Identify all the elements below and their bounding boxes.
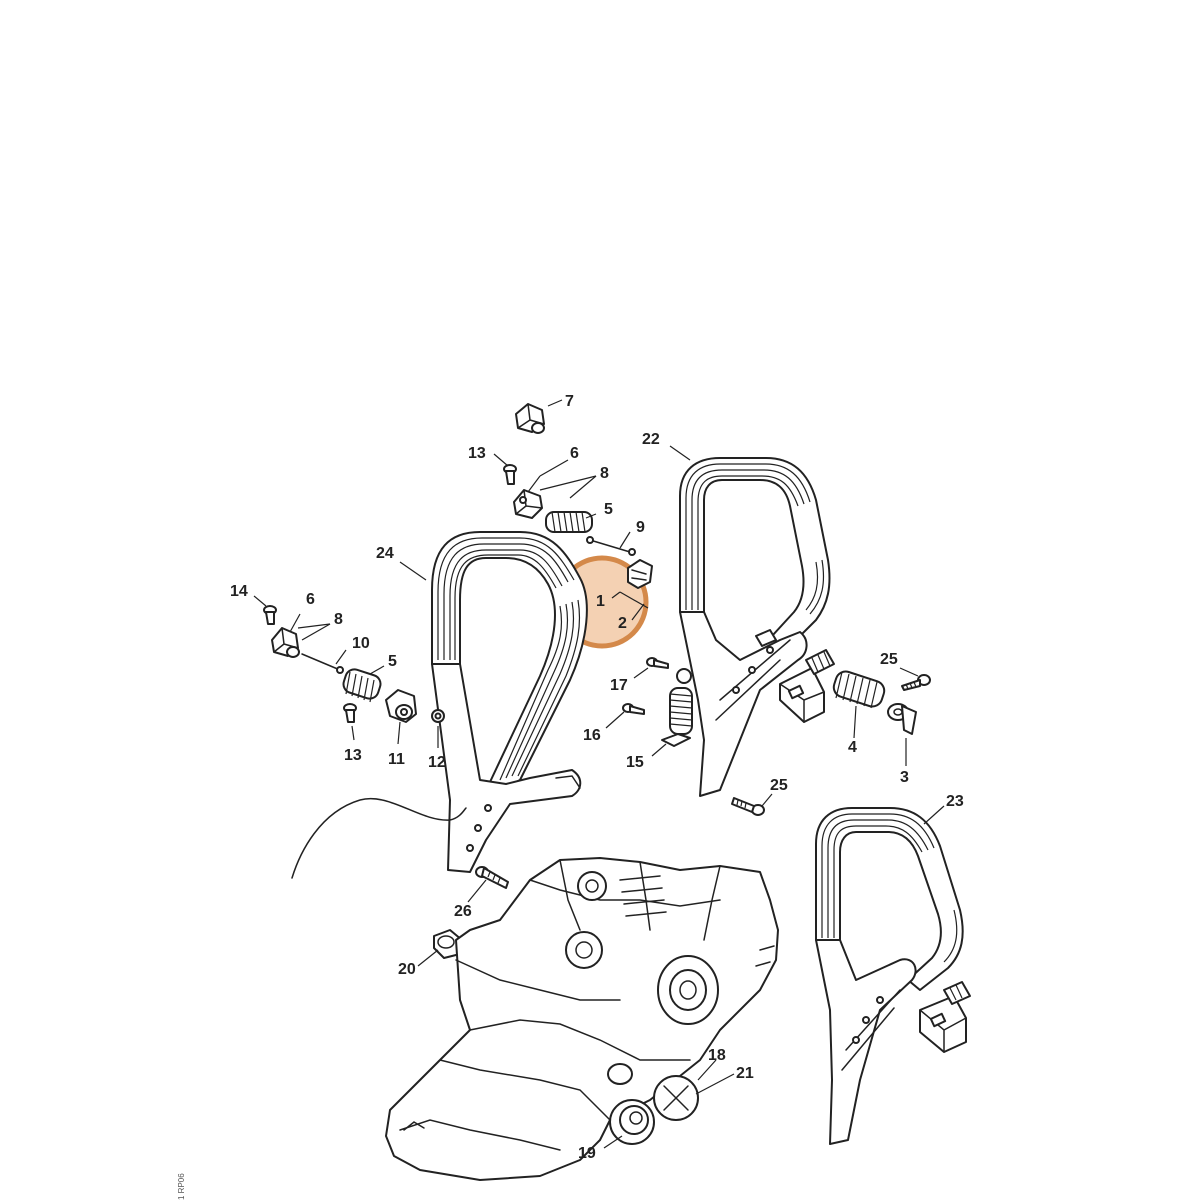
part-24-front-handle[interactable]: [291, 531, 588, 879]
part-5-spring-top[interactable]: [545, 511, 593, 533]
part-7-nut[interactable]: [515, 403, 545, 434]
callout-23[interactable]: 23: [946, 793, 964, 810]
part-15-spring[interactable]: [661, 668, 693, 747]
callout-13-left[interactable]: 13: [344, 747, 362, 764]
part-14-screw[interactable]: [263, 605, 277, 625]
callout-6-left[interactable]: 6: [306, 591, 315, 608]
callout-5-top[interactable]: 5: [604, 501, 613, 518]
callout-18[interactable]: 18: [708, 1047, 726, 1064]
part-26-screw[interactable]: [475, 866, 509, 889]
part-13-screw-top[interactable]: [503, 464, 517, 485]
callout-20[interactable]: 20: [398, 961, 416, 978]
callout-13-top[interactable]: 13: [468, 445, 486, 462]
callout-22[interactable]: 22: [642, 431, 660, 448]
callout-14[interactable]: 14: [230, 583, 248, 600]
part-25-screw-bottom[interactable]: [731, 797, 765, 816]
part-19-grommet[interactable]: [609, 1099, 655, 1145]
callout-16[interactable]: 16: [583, 727, 601, 744]
callout-5-left[interactable]: 5: [388, 653, 397, 670]
callout-8-left[interactable]: 8: [334, 611, 343, 628]
part-4-spring[interactable]: [831, 669, 887, 709]
part-3-buffer-cap[interactable]: [887, 703, 917, 735]
callout-17[interactable]: 17: [610, 677, 628, 694]
callout-1[interactable]: 1: [596, 593, 605, 610]
callout-3[interactable]: 3: [900, 769, 909, 786]
callout-7[interactable]: 7: [565, 393, 574, 410]
part-13-screw-left[interactable]: [343, 703, 357, 723]
callout-21[interactable]: 21: [736, 1065, 754, 1082]
part-23-handle[interactable]: [815, 807, 971, 1145]
part-11-buffer[interactable]: [385, 689, 417, 723]
callout-12[interactable]: 12: [428, 754, 446, 771]
part-9-pin[interactable]: [586, 536, 636, 556]
callout-9[interactable]: 9: [636, 519, 645, 536]
engine-housing: [385, 857, 779, 1181]
part-12-washer[interactable]: [431, 709, 445, 723]
callout-labels: 7 13 6 8 5 9 22 24 1 2 14 6 8 10 5 13 11…: [230, 393, 964, 1162]
callout-6-top[interactable]: 6: [570, 445, 579, 462]
part-16-screw[interactable]: [622, 703, 645, 715]
callout-19[interactable]: 19: [578, 1145, 596, 1162]
part-1-bushing[interactable]: [627, 559, 653, 589]
callout-4[interactable]: 4: [848, 739, 857, 756]
callout-2[interactable]: 2: [618, 615, 627, 632]
part-17-screw[interactable]: [646, 657, 669, 669]
callout-11[interactable]: 11: [388, 751, 405, 768]
part-10-pin[interactable]: [301, 653, 344, 674]
part-25-screw-top[interactable]: [901, 674, 931, 691]
callout-26[interactable]: 26: [454, 903, 472, 920]
part-5-spring-left[interactable]: [341, 667, 383, 703]
callout-10[interactable]: 10: [352, 635, 370, 652]
leader-lines: [253, 399, 945, 1149]
callout-15[interactable]: 15: [626, 754, 644, 771]
side-code: 1 RP06: [177, 1173, 186, 1200]
part-22-handle[interactable]: [679, 457, 835, 797]
part-6-8-bracket-left[interactable]: [271, 627, 300, 658]
callout-24[interactable]: 24: [376, 545, 394, 562]
part-6-8-bracket-top[interactable]: [513, 489, 543, 519]
callout-25-bottom[interactable]: 25: [770, 777, 788, 794]
callout-25-top[interactable]: 25: [880, 651, 898, 668]
callout-8-top[interactable]: 8: [600, 465, 609, 482]
part-21-cap[interactable]: [653, 1075, 699, 1121]
